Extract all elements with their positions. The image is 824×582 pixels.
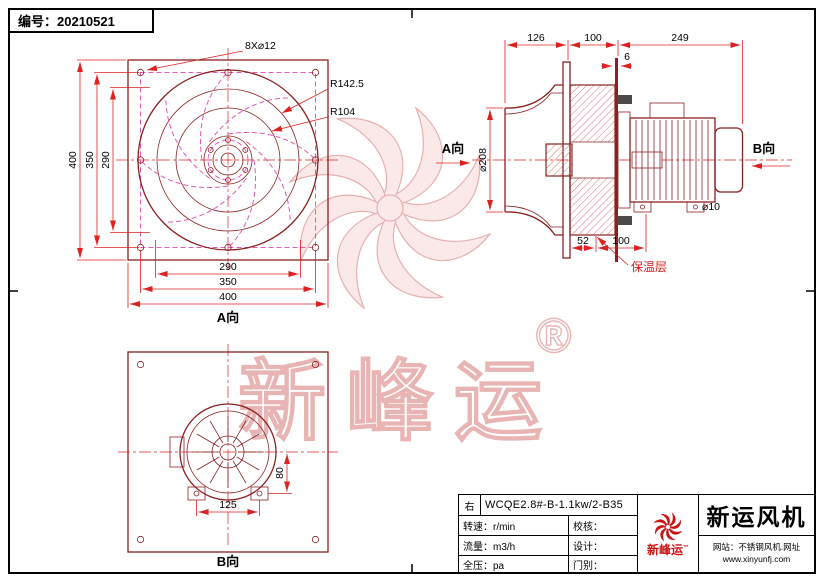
title-block: 右 WCQE2.8#-B-1.1kw/2-B35 转速：r/min 校核： 流量… bbox=[458, 494, 815, 573]
spec-pressure-label: 全压：pa bbox=[463, 560, 505, 572]
dim-inlet-diameter: ⌀208 bbox=[477, 107, 503, 213]
side-view: A向 B向 bbox=[436, 32, 792, 274]
motor-foot-left bbox=[633, 201, 652, 213]
motor-side bbox=[617, 102, 744, 213]
flange-square-outline bbox=[127, 59, 329, 261]
rotation-label: 右 bbox=[464, 501, 475, 513]
housing-circle bbox=[137, 69, 319, 251]
fan-cowl bbox=[714, 127, 744, 193]
website-cell: 网站：不锈钢风机.网址 www.xinyunfj.com bbox=[699, 536, 815, 573]
model-cell: WCQE2.8#-B-1.1kw/2-B35 bbox=[481, 495, 638, 516]
dim-400-bottom: 400 bbox=[219, 291, 237, 303]
field-design-label: 设计： bbox=[573, 542, 603, 553]
terminal-box-rear bbox=[169, 436, 185, 468]
dim-350-left: 350 bbox=[84, 151, 96, 169]
bolt-square-centerline bbox=[140, 72, 316, 248]
inlet-bell bbox=[504, 84, 563, 236]
company-name-cell: 新运风机 bbox=[699, 495, 815, 536]
dim-290-bottom: 290 bbox=[219, 261, 237, 273]
motor-foot-right bbox=[686, 201, 705, 213]
field-category-cell: 门别： bbox=[569, 556, 638, 573]
dim-top-chain: 126 100 249 6 bbox=[504, 32, 743, 124]
brand-watermark: ® 新峰运 bbox=[237, 106, 572, 452]
dim-208: ⌀208 bbox=[477, 148, 489, 172]
front-view-label: A向 bbox=[217, 310, 239, 325]
hole-callout-label: 8X⌀12 bbox=[245, 40, 276, 52]
website-line1: 网站：不锈钢风机.网址 bbox=[712, 542, 801, 553]
dim-bottom-stack: 290 350 400 bbox=[127, 240, 329, 308]
company-name: 新运风机 bbox=[706, 504, 807, 530]
impeller-blades bbox=[139, 71, 317, 249]
website-line2: www.xinyunfj.com bbox=[722, 554, 791, 564]
brand-logo-cell: 新峰运™ bbox=[638, 495, 699, 573]
motor-shaft bbox=[631, 151, 663, 169]
field-category-label: 门别： bbox=[573, 560, 603, 572]
dim-foot-height: 80 bbox=[268, 454, 292, 494]
dim-126: 126 bbox=[527, 32, 545, 44]
dim-foot-spacing: 125 bbox=[196, 499, 260, 516]
dim-290-left: 290 bbox=[100, 151, 112, 169]
mounting-plate-section bbox=[615, 58, 618, 262]
frame-center-ticks bbox=[8, 8, 816, 574]
brand-text-watermark: 新峰运 bbox=[238, 352, 562, 451]
side-view-label-b: B向 bbox=[753, 141, 775, 156]
impeller-hub-section bbox=[545, 143, 573, 177]
insulation-label: 保温层 bbox=[631, 260, 667, 274]
radius-104-label: R104 bbox=[330, 106, 355, 118]
field-design-cell: 设计： bbox=[569, 536, 638, 556]
radius-142-label: R142.5 bbox=[330, 78, 364, 90]
brand-tm: ™ bbox=[683, 545, 689, 551]
bottom-view-label: B向 bbox=[217, 554, 239, 569]
bolt-top bbox=[617, 95, 632, 104]
dim-400-left: 400 bbox=[67, 151, 79, 169]
dim-350-bottom: 350 bbox=[219, 276, 237, 288]
dim-bottom-chain: 52 100 ⌀10 bbox=[572, 201, 720, 252]
front-view: 400 350 290 290 350 400 8X⌀12 R142.5 R10… bbox=[67, 40, 364, 325]
brand-flower-watermark-icon bbox=[288, 106, 492, 310]
bottom-view: 80 125 B向 bbox=[118, 344, 338, 569]
brand-name: 新峰运™ bbox=[646, 543, 689, 557]
registered-mark-watermark: ® bbox=[536, 310, 571, 363]
field-check-cell: 校核： bbox=[569, 516, 638, 536]
spec-flow-cell: 流量：m3/h bbox=[459, 536, 569, 556]
dim-100-bottom: 100 bbox=[612, 235, 630, 247]
side-view-label-a: A向 bbox=[442, 141, 464, 156]
dim-52: 52 bbox=[577, 235, 589, 247]
dim-100-top: 100 bbox=[584, 32, 602, 44]
bolt-bottom bbox=[617, 216, 632, 225]
serial-number-box: 编号：20210521 bbox=[8, 8, 154, 33]
spec-pressure-cell: 全压：pa bbox=[459, 556, 569, 573]
dim-249: 249 bbox=[671, 32, 689, 44]
fan-grille-spokes bbox=[192, 416, 264, 488]
spec-flow-label: 流量：m3/h bbox=[463, 542, 516, 553]
spec-speed-cell: 转速：r/min bbox=[459, 516, 569, 536]
base-plate-outline bbox=[127, 351, 329, 553]
terminal-box bbox=[649, 102, 685, 119]
spec-speed-label: 转速：r/min bbox=[463, 522, 516, 533]
dim-10: ⌀10 bbox=[702, 201, 720, 213]
motor-rear bbox=[169, 403, 277, 501]
dim-left-stack: 400 350 290 bbox=[67, 59, 150, 261]
field-check-label: 校核： bbox=[573, 522, 603, 533]
dim-6: 6 bbox=[624, 51, 630, 63]
insulated-housing bbox=[545, 84, 616, 236]
dim-80: 80 bbox=[274, 467, 286, 479]
brand-flower-icon bbox=[653, 512, 683, 542]
rotation-cell: 右 bbox=[459, 495, 481, 516]
model-label: WCQE2.8#-B-1.1kw/2-B35 bbox=[485, 499, 624, 511]
dim-125: 125 bbox=[219, 499, 237, 511]
serial-number-text: 编号：20210521 bbox=[18, 14, 115, 29]
